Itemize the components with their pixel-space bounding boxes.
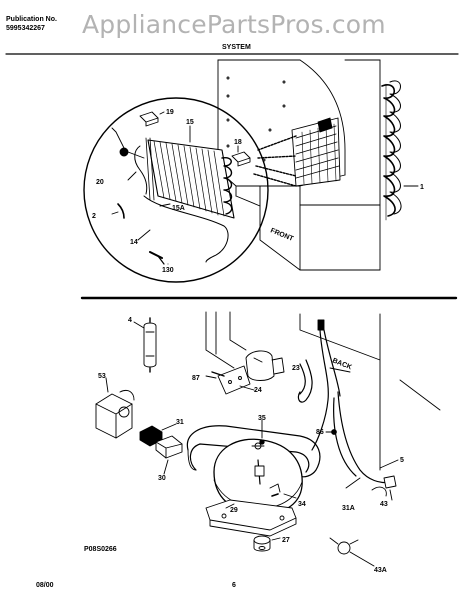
callout-23: 23 bbox=[292, 365, 300, 372]
part-43-clip bbox=[371, 486, 387, 497]
part-20-sensor bbox=[111, 127, 145, 159]
callout-34: 34 bbox=[298, 501, 306, 508]
callout-19: 19 bbox=[166, 109, 174, 116]
part-2-clip bbox=[117, 203, 125, 219]
callout-35: 35 bbox=[258, 415, 266, 422]
callout-4: 4 bbox=[128, 317, 132, 324]
callout-15a: 15A bbox=[172, 205, 185, 212]
figure-code: P08S0266 bbox=[84, 546, 117, 553]
compressor-base bbox=[205, 499, 297, 537]
callout-31a: 31A bbox=[342, 505, 355, 512]
magnifier-circle bbox=[83, 97, 269, 283]
callout-20: 20 bbox=[96, 179, 104, 186]
part-14-tubing bbox=[143, 195, 229, 263]
evaporator-detail bbox=[134, 137, 235, 219]
part-4-drier bbox=[143, 317, 157, 373]
part-30-cover bbox=[155, 435, 183, 459]
publication-label: Publication No. bbox=[6, 16, 57, 23]
callout-86: 86 bbox=[316, 429, 324, 436]
section-title: SYSTEM bbox=[222, 44, 251, 51]
callout-31: 31 bbox=[176, 419, 184, 426]
footer-page: 6 bbox=[232, 582, 236, 589]
wire-harness bbox=[297, 319, 397, 489]
part-27-grommet bbox=[253, 535, 271, 552]
callout-43: 43 bbox=[380, 501, 388, 508]
footer-date: 08/00 bbox=[36, 582, 54, 589]
part-19-block bbox=[139, 111, 159, 127]
compressor bbox=[213, 438, 303, 515]
back-arrow bbox=[329, 367, 351, 373]
watermark: AppliancePartsPros.com bbox=[82, 10, 386, 39]
top-leaders bbox=[111, 111, 239, 265]
callout-5: 5 bbox=[400, 457, 404, 464]
bottom-leaders bbox=[105, 321, 399, 567]
callout-30: 30 bbox=[158, 475, 166, 482]
part-24-bracket bbox=[211, 365, 251, 395]
part-43a-clip bbox=[329, 537, 359, 555]
publication-number: 5995342267 bbox=[6, 25, 45, 32]
part-23-component bbox=[245, 350, 285, 381]
callout-87: 87 bbox=[192, 375, 200, 382]
magnifier-leader bbox=[253, 135, 297, 187]
callout-29: 29 bbox=[230, 507, 238, 514]
callout-130: 130 bbox=[162, 267, 174, 274]
callout-27: 27 bbox=[282, 537, 290, 544]
cabinet-base bbox=[205, 311, 441, 471]
callout-15: 15 bbox=[186, 119, 194, 126]
callout-2: 2 bbox=[92, 213, 96, 220]
part-130-screw bbox=[149, 251, 165, 265]
front-label: FRONT bbox=[269, 227, 295, 243]
part-18-block bbox=[231, 151, 251, 167]
callout-24: 24 bbox=[254, 387, 262, 394]
callout-43a: 43A bbox=[374, 567, 387, 574]
callout-18: 18 bbox=[234, 139, 242, 146]
evaporator-in-cabinet bbox=[291, 117, 341, 187]
callout-1: 1 bbox=[420, 184, 424, 191]
callout-14: 14 bbox=[130, 239, 138, 246]
part-34-bolt bbox=[271, 493, 279, 497]
callout-53: 53 bbox=[98, 373, 106, 380]
condenser-coil bbox=[381, 80, 402, 221]
part-35-nut bbox=[259, 439, 265, 445]
part-53-relay bbox=[95, 389, 135, 439]
